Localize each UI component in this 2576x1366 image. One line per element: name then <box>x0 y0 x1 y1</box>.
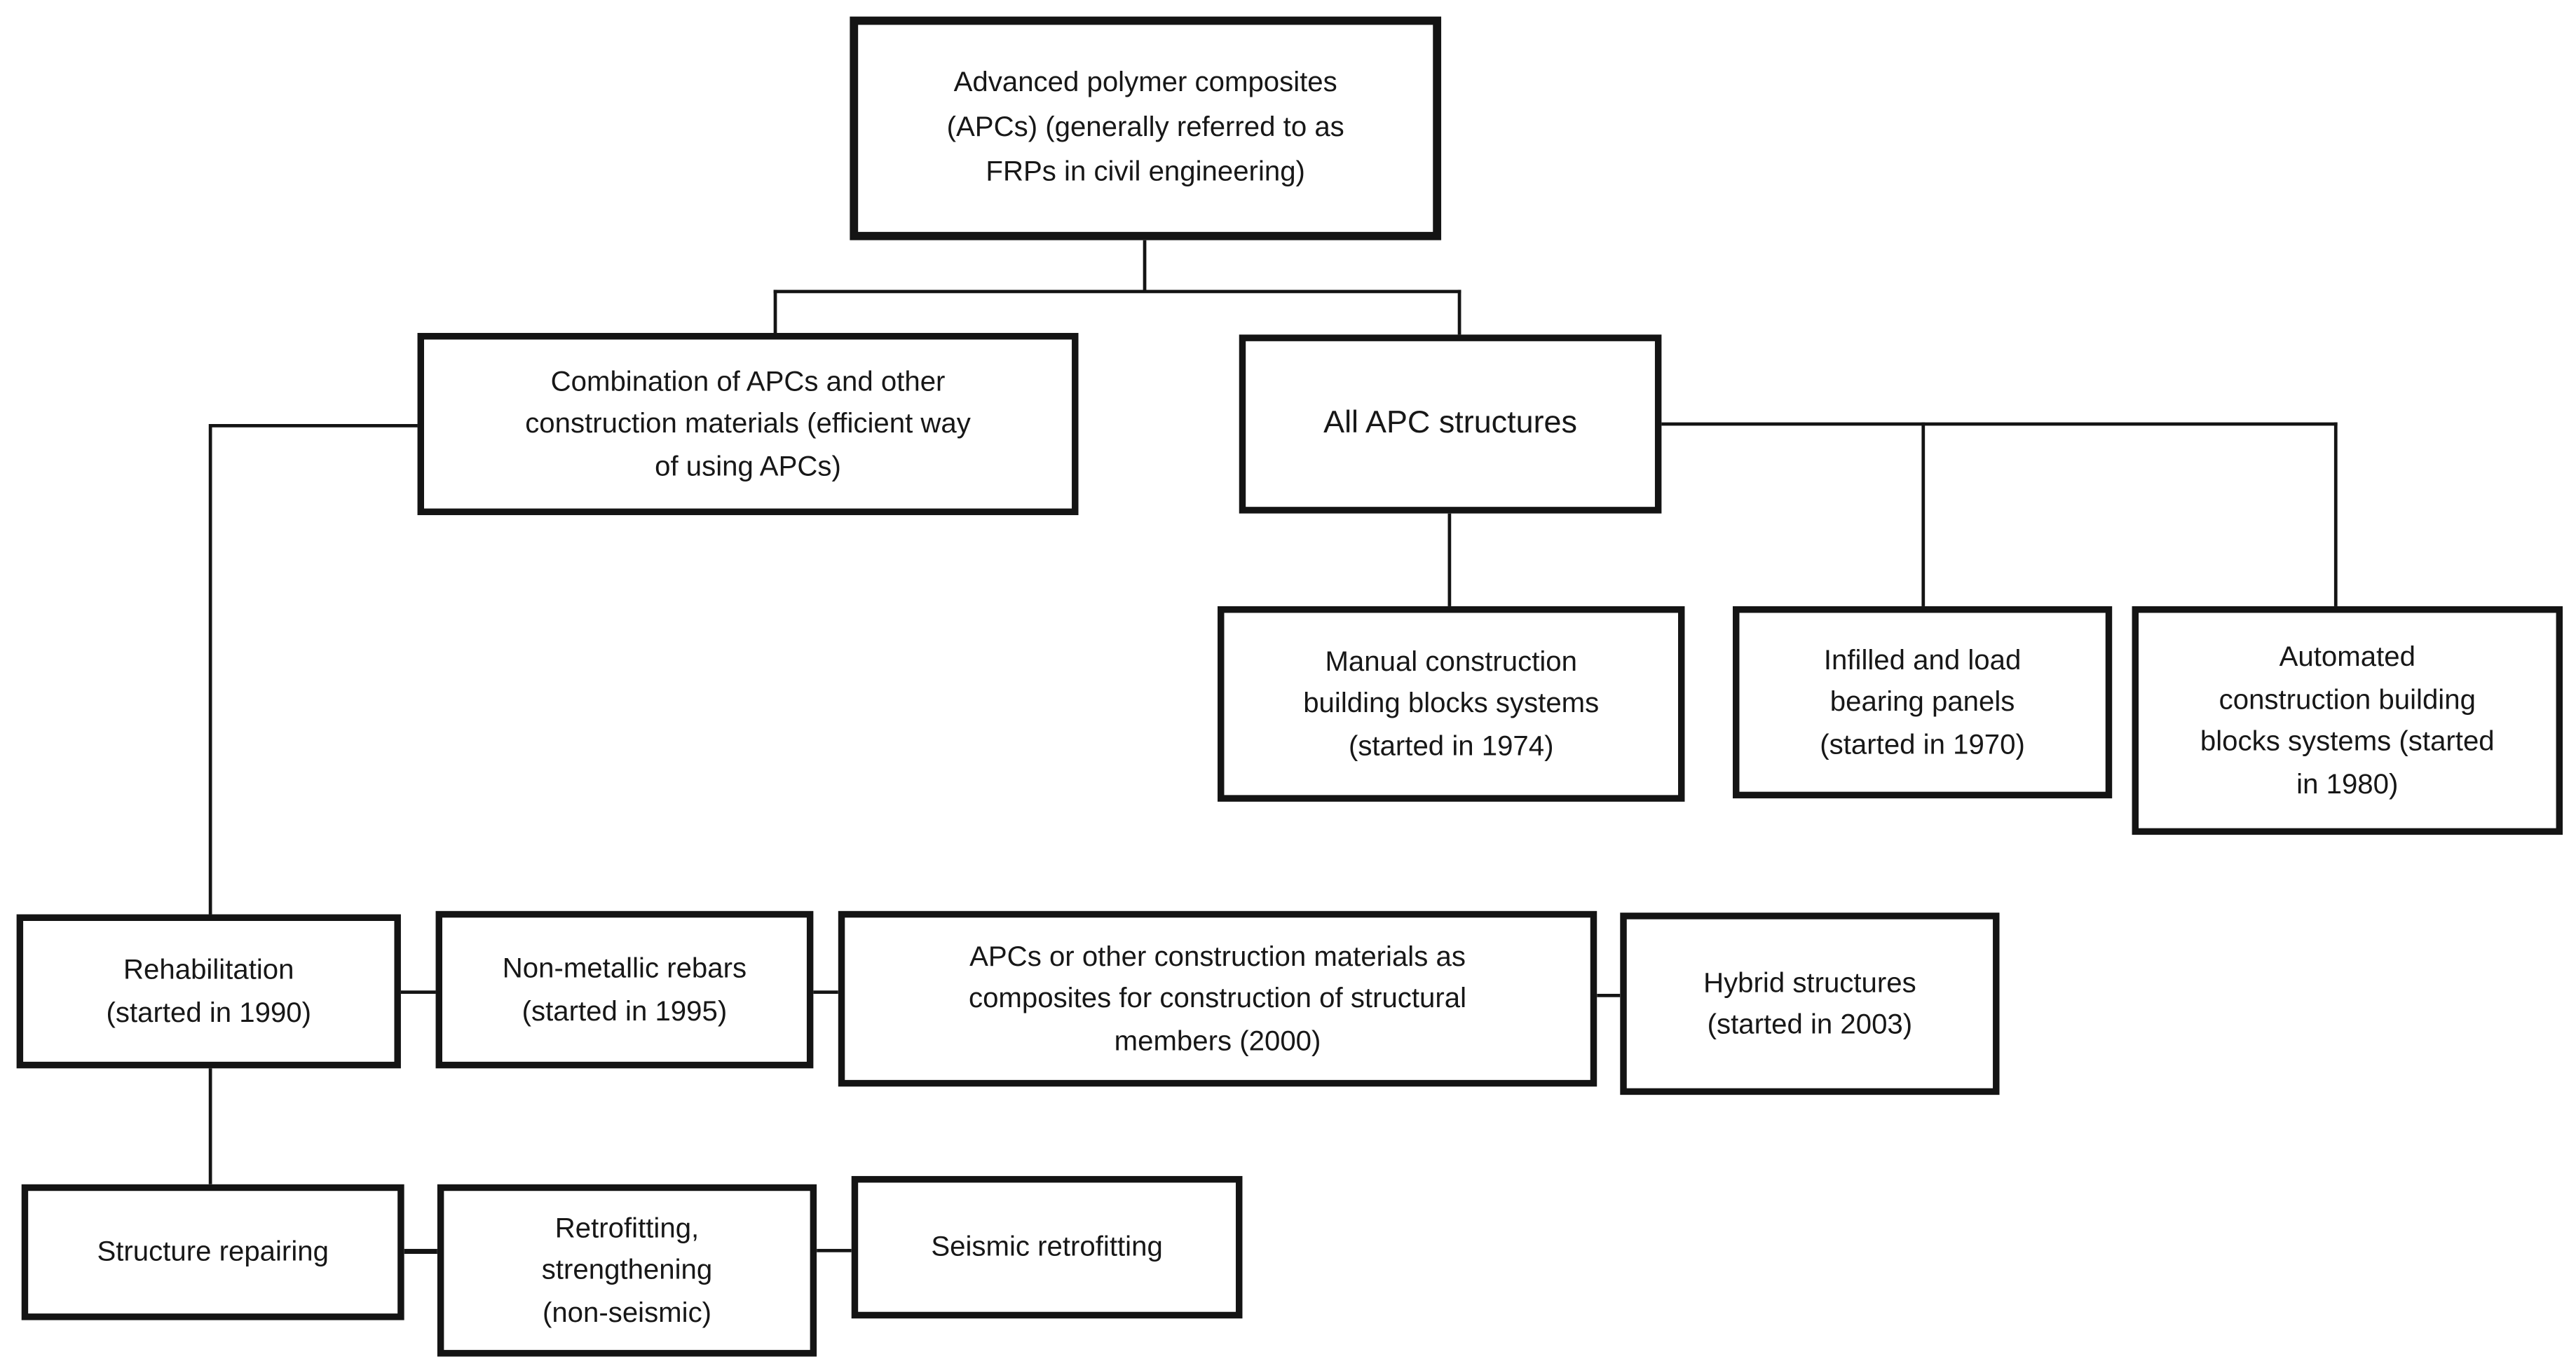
node-advanced-polymer-composites: Advanced polymer composites (APCs) (gene… <box>850 16 1442 240</box>
node-retrofitting-strengthening: Retrofitting, strengthening (non-seismic… <box>437 1184 817 1357</box>
connector-combination-left-stub <box>210 424 418 428</box>
node-hybrid-structures: Hybrid structures (started in 2003) <box>1620 913 2000 1095</box>
node-automated-construction: Automated construction building blocks s… <box>2132 606 2563 835</box>
connector-apcs-to-hybrid <box>1597 993 1621 997</box>
connector-drop-to-combination <box>773 289 777 335</box>
node-combination-of-apcs: Combination of APCs and other constructi… <box>417 333 1079 515</box>
connector-root-split-horizontal <box>773 289 1461 294</box>
connector-rehab-to-repairing <box>208 1068 212 1184</box>
connector-allapc-to-manual <box>1447 513 1452 606</box>
connector-allapc-right-horizontal <box>1661 422 2338 426</box>
connector-repairing-to-retrofit <box>404 1248 437 1255</box>
node-infilled-load-bearing: Infilled and load bearing panels (starte… <box>1733 606 2113 799</box>
node-structure-repairing: Structure repairing <box>21 1184 404 1320</box>
connector-drop-to-all-apc <box>1457 289 1461 336</box>
connector-drop-to-automated <box>2333 422 2338 606</box>
connector-root-down <box>1143 240 1147 292</box>
node-apcs-structural-members: APCs or other construction materials as … <box>838 910 1597 1087</box>
node-all-apc-structures: All APC structures <box>1239 334 1662 514</box>
connector-nonmetallic-to-apcs <box>813 990 838 994</box>
connector-drop-to-infilled <box>1921 422 1926 606</box>
connector-left-vertical <box>208 424 212 915</box>
connector-rehab-to-nonmetallic <box>400 990 436 994</box>
connector-retrofit-to-seismic <box>817 1248 852 1252</box>
node-rehabilitation: Rehabilitation (started in 1990) <box>16 914 401 1069</box>
node-seismic-retrofitting: Seismic retrofitting <box>851 1175 1243 1319</box>
node-non-metallic-rebars: Non-metallic rebars (started in 1995) <box>435 910 814 1069</box>
node-manual-construction: Manual construction building blocks syst… <box>1218 606 1685 802</box>
